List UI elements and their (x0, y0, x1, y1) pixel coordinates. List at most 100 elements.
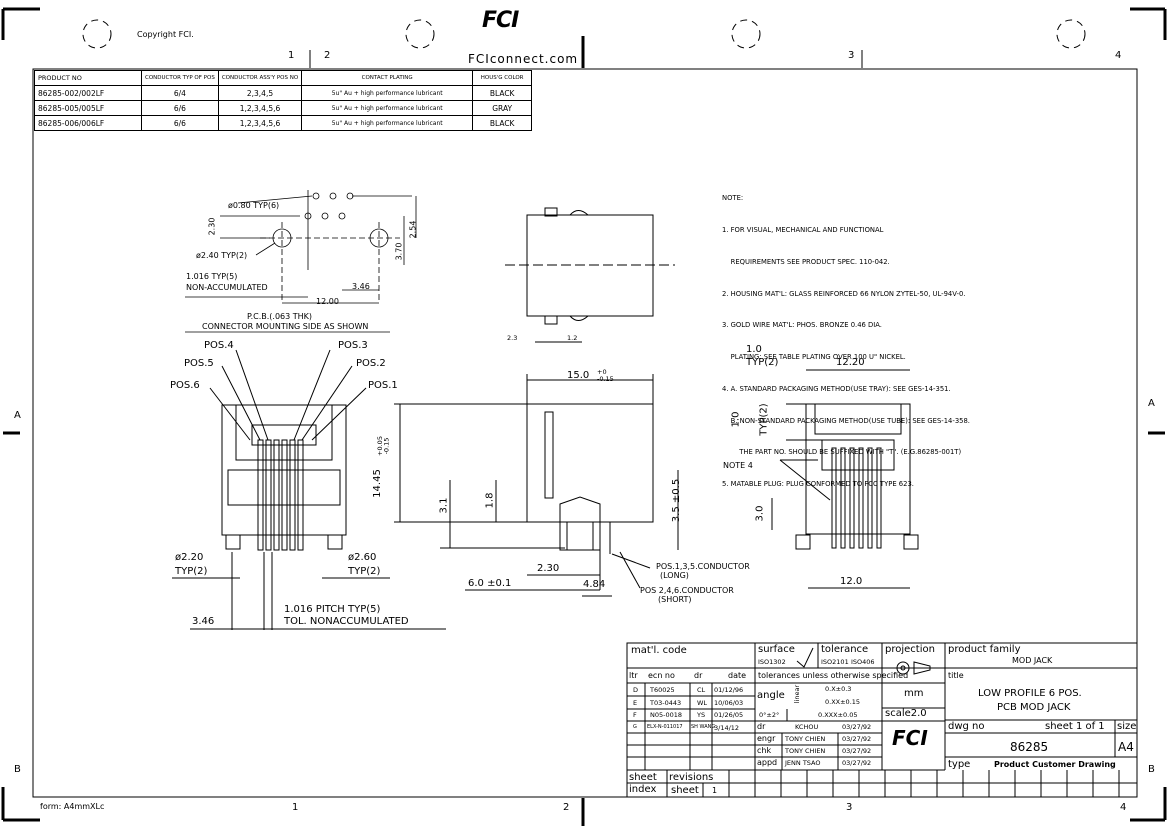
table-cell: 1,2,3,4,5,6 (217, 115, 303, 131)
sheet-label: sheet 1 of 1 (1045, 721, 1105, 732)
notes-block: NOTE: 1. FOR VISUAL, MECHANICAL AND FUNC… (722, 172, 970, 500)
table-cell: 5u" Au + high performance lubricant (301, 100, 474, 116)
dwg-no-value: 86285 (1010, 740, 1049, 754)
table-cell: GRAY (472, 100, 533, 116)
title-block-logo: FCI (892, 726, 928, 750)
role-date: 03/27/92 (842, 747, 872, 755)
pcb-note-line2: CONNECTOR MOUNTING SIDE AS SHOWN (202, 322, 369, 331)
dwg-no-label: dwg no (948, 721, 985, 732)
side-height: 14.45 (371, 469, 383, 498)
note-line: 2. HOUSING MAT'L: GLASS REINFORCED 66 NY… (722, 289, 966, 298)
rear-dim-10a: 1.0 (746, 344, 762, 355)
note-line: 4. A. STANDARD PACKAGING METHOD(USE TRAY… (722, 384, 951, 393)
side-dim-18: 1.8 (484, 492, 496, 509)
rev-date: 01/26/05 (714, 711, 744, 719)
col-header: CONDUCTOR TYP OF POS (141, 70, 219, 86)
zone-top-4: 4 (1115, 50, 1122, 61)
rear-dim-120: 12.0 (840, 576, 863, 587)
pcb-pitch-line2: NON-ACCUMULATED (186, 283, 268, 292)
side-dim-31: 3.1 (438, 497, 450, 514)
zone-bottom-4: 4 (1120, 802, 1127, 813)
dim-346: 3.46 (352, 282, 370, 291)
note-line: B. NON-STANDARD PACKAGING METHOD(USE TUB… (722, 416, 970, 425)
copyright-text: Copyright FCI. (137, 30, 194, 39)
matl-code-label: mat'l. code (631, 645, 687, 656)
rev-ltr: E (633, 699, 638, 707)
table-cell: 5u" Au + high performance lubricant (301, 115, 474, 131)
rev-dr: WL (697, 699, 708, 707)
product-family-label: product family (948, 644, 1021, 655)
table-cell: 2,3,4,5 (217, 85, 303, 101)
logo-text: FCI (482, 8, 519, 33)
short-conductor-line1: POS 2,4,6.CONDUCTOR (640, 586, 734, 595)
linear-label: linear (793, 684, 802, 704)
surface-value: ISO1302 (758, 658, 786, 666)
sheet-num: 1 (712, 786, 718, 795)
note-line: 1. FOR VISUAL, MECHANICAL AND FUNCTIONAL (722, 225, 884, 234)
note4-callout: NOTE 4 (723, 461, 753, 470)
size-label: size (1117, 721, 1137, 732)
long-conductor-line1: POS.1,3,5.CONDUCTOR (656, 562, 750, 571)
dim-370: 3.70 (394, 242, 404, 261)
size-value: A4 (1118, 740, 1134, 754)
role-name: TONY CHIEN (785, 735, 826, 743)
note-line: REQUIREMENTS SEE PRODUCT SPEC. 110-042. (722, 257, 890, 266)
rev-dr: YS (697, 711, 706, 719)
pos5-label: POS.5 (184, 358, 214, 369)
table-header-row: PRODUCT NO CONDUCTOR TYP OF POS CONDUCTO… (34, 70, 533, 86)
tolerances-note: tolerances unless otherwise specified (758, 671, 909, 680)
rev-ecn: T03-0443 (650, 699, 682, 707)
rear-dim-30: 3.0 (754, 505, 766, 522)
angle-tol: 0°±2° (759, 711, 780, 719)
side-width-tol-plus: +0 (597, 368, 607, 376)
projection-label: projection (885, 644, 935, 655)
surface-label: surface (758, 644, 795, 655)
angle-label: angle (757, 690, 785, 701)
dia-left-label: ø2.20 (175, 552, 204, 563)
table-cell: 1,2,3,4,5,6 (217, 100, 303, 116)
role-date: 03/27/92 (842, 723, 872, 731)
title-line2: PCB MOD JACK (997, 702, 1071, 713)
rev-ecn: N05-0018 (650, 711, 683, 719)
table-cell: 6/4 (141, 85, 219, 101)
note-line: PLATING: SEE TABLE PLATING OVER 100 U" N… (722, 353, 906, 362)
dia-right-label: ø2.60 (348, 552, 377, 563)
type-label: type (948, 759, 971, 770)
product-family-value: MOD JACK (1012, 656, 1053, 665)
side-height-tol-minus: -0.15 (382, 437, 391, 455)
tol-3: 0.XXX±0.05 (818, 711, 858, 719)
pcb-pitch-line1: 1.016 TYP(5) (186, 272, 238, 281)
role-date: 03/27/92 (842, 759, 872, 767)
side-width-tol-minus: -0.15 (597, 375, 614, 383)
table-cell: BLACK (472, 85, 533, 101)
sheet-index-label: sheet index (629, 772, 657, 795)
col-header: CONTACT PLATING (301, 70, 474, 86)
col-header: PRODUCT NO (34, 70, 142, 86)
dim-1200: 12.00 (316, 297, 339, 306)
note-line: 5. MATABLE PLUG: PLUG CONFORMED TO FCC T… (722, 480, 914, 489)
rev-header-ltr: ltr (629, 671, 638, 680)
type-value: Product Customer Drawing (994, 760, 1116, 769)
table-cell: 6/6 (141, 100, 219, 116)
zone-top-1: 1 (288, 50, 295, 61)
zone-bottom-2: 2 (563, 802, 570, 813)
side-dim-35: 3.5 ±0.5 (671, 478, 683, 523)
role-name: TONY CHIEN (785, 747, 826, 755)
rev-ltr: G (633, 724, 637, 730)
row-right-b: B (1148, 764, 1155, 775)
long-conductor-line2: (LONG) (660, 571, 689, 580)
front-pitch-line1: 1.016 PITCH TYP(5) (284, 604, 381, 615)
rev-ecn: T60025 (650, 686, 675, 694)
col-header: HOUS'G COLOR (472, 70, 533, 86)
rev-header-date: date (728, 671, 747, 680)
website-link[interactable]: FCIconnect.com (468, 52, 579, 66)
role-name: KCHOU (795, 723, 819, 731)
role-name: JENN TSAO (785, 759, 821, 767)
dim-230: 2.30 (207, 217, 217, 236)
rev-ltr: D (633, 686, 639, 694)
rear-typ-a: TYP(2) (746, 357, 779, 368)
rev-date: 10/06/03 (714, 699, 744, 707)
row-left-b: B (14, 764, 21, 775)
hole-large-label: ø2.40 TYP(2) (196, 251, 248, 260)
zone-bottom-3: 3 (846, 802, 853, 813)
